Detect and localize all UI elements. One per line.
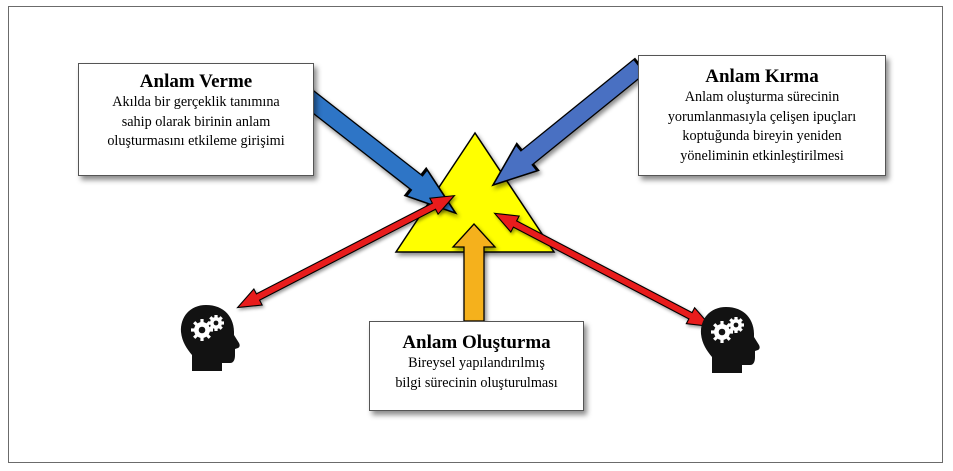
anlam-verme-box: Anlam Verme Akılda bir gerçeklik tanımın… — [78, 63, 314, 176]
anlam-verme-line: oluşturmasını etkileme girişimi — [107, 133, 285, 149]
head-with-gears-icon — [180, 305, 240, 371]
head-with-gears-icon — [700, 307, 760, 373]
anlam-verme-line: sahip olarak birinin anlam — [121, 113, 271, 130]
anlam-kirma-line: yorumlanmasıyla çelişen ipuçları — [667, 108, 857, 125]
anlam-kirma-box: Anlam Kırma Anlam oluşturma sürecinin yo… — [638, 55, 886, 176]
arrow-anlam-olusturma — [451, 223, 497, 322]
anlam-olusturma-title: Anlam Oluşturma — [402, 332, 551, 353]
anlam-verme-title: Anlam Verme — [139, 71, 253, 92]
arrow-anlam-kirma — [491, 57, 648, 187]
anlam-verme-line: Akılda bir gerçeklik tanımına — [112, 94, 280, 110]
anlam-kirma-title: Anlam Kırma — [705, 66, 819, 87]
arrow-right-head-link — [493, 212, 713, 328]
anlam-kirma-line: Anlam oluşturma sürecinin — [684, 89, 840, 105]
anlam-olusturma-line: bilgi sürecinin oluşturulması — [395, 374, 558, 391]
anlam-kirma-line: yöneliminin etkinleştirilmesi — [680, 147, 844, 164]
anlam-kirma-line: koptuğunda bireyin yeniden — [682, 128, 842, 144]
arrow-left-head-link — [236, 194, 456, 309]
anlam-olusturma-line: Bireysel yapılandırılmış — [408, 355, 545, 371]
anlam-olusturma-box: Anlam Oluşturma Bireysel yapılandırılmış… — [369, 321, 584, 411]
